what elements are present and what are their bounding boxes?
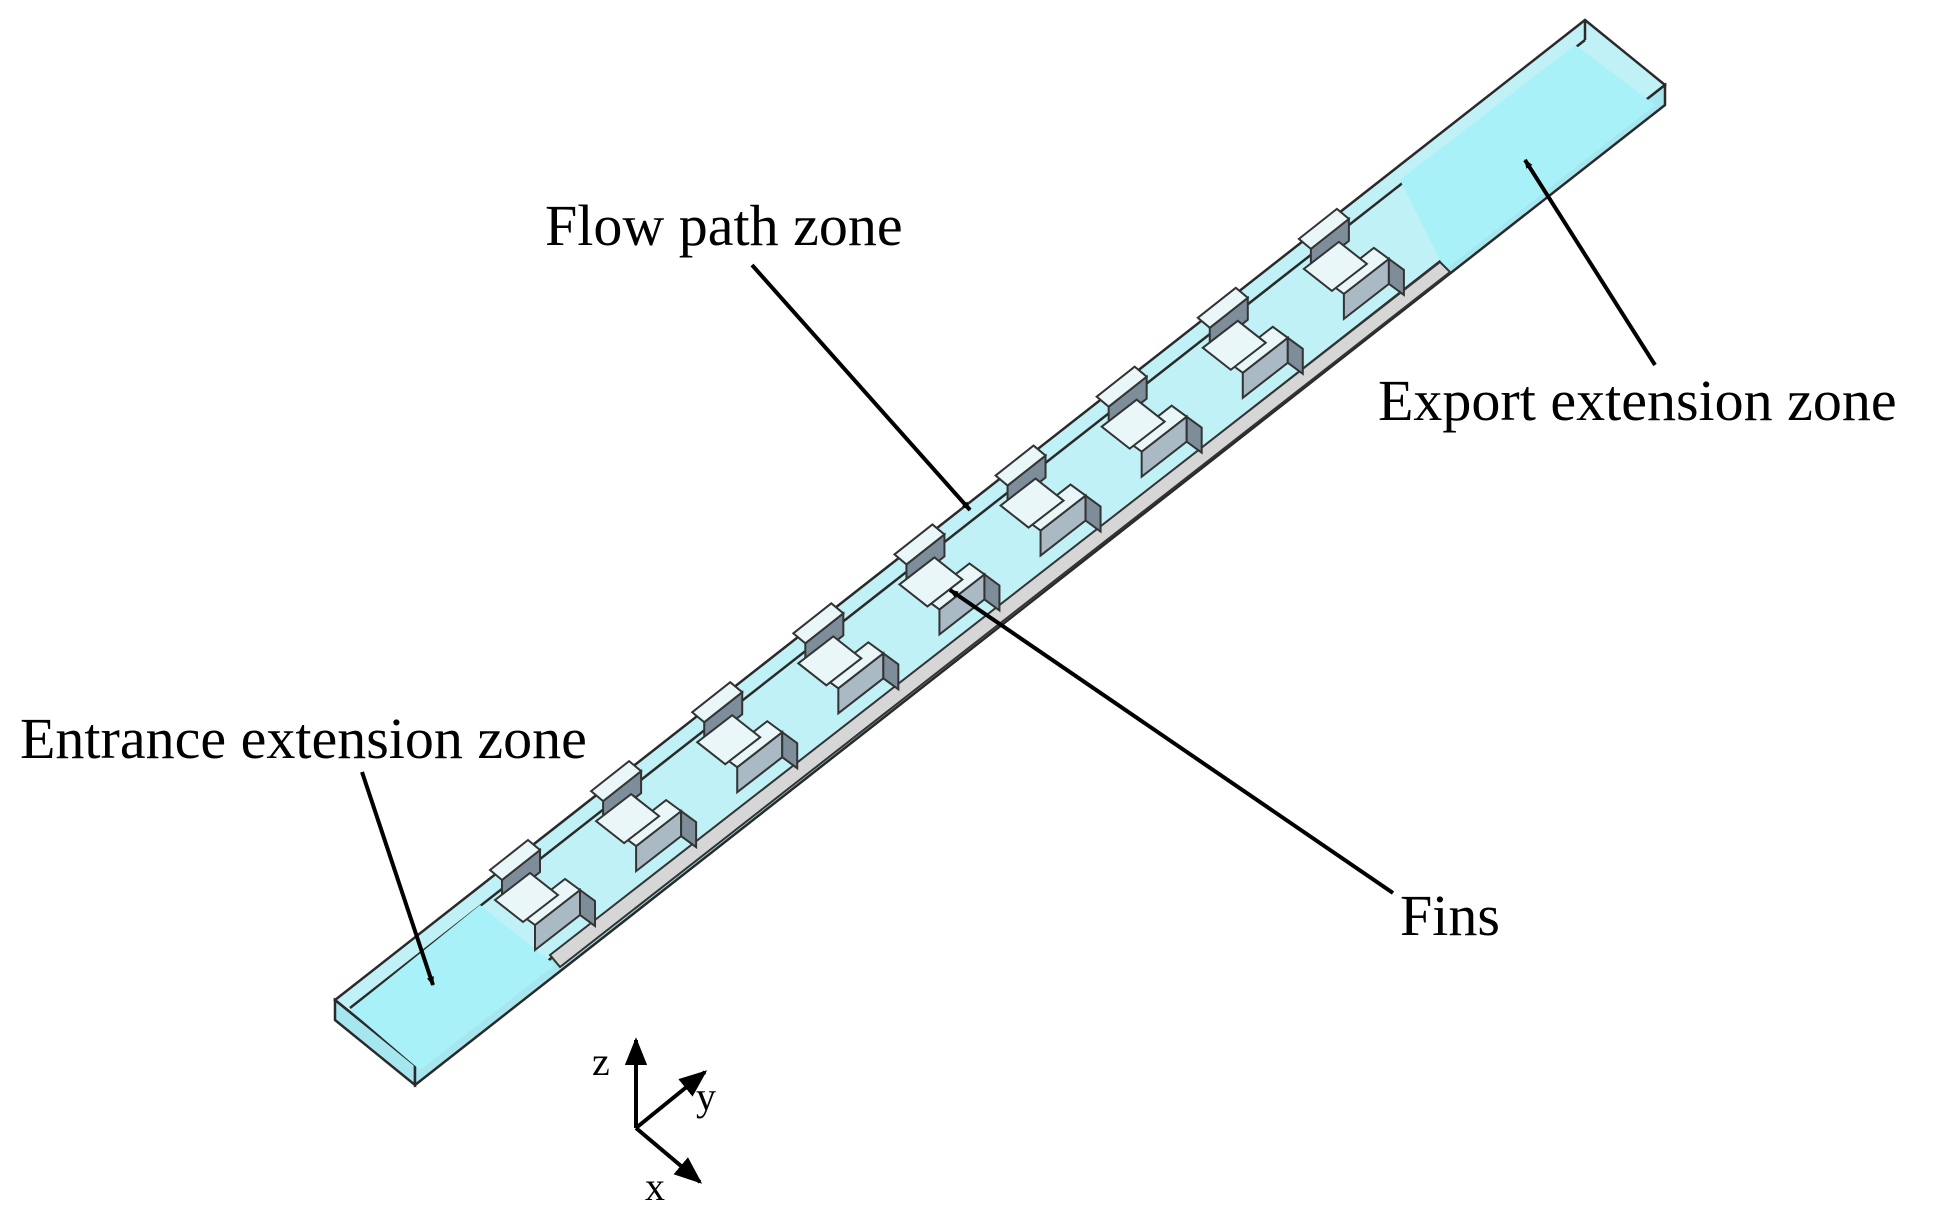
fin-side (781, 730, 799, 771)
export-extension-region (1400, 45, 1655, 270)
fin-cross (1302, 240, 1369, 293)
fin-top (1095, 365, 1149, 408)
fin-side (1185, 414, 1203, 455)
fins-group (488, 207, 1405, 953)
entrance-extension-region (350, 905, 555, 1070)
fin-cross (493, 871, 560, 924)
fin-cross (1100, 398, 1167, 450)
x-axis-label: x (645, 1164, 665, 1209)
channel-inner-edge (349, 39, 1586, 1009)
fin-side (1286, 335, 1304, 376)
fin-side (983, 572, 1001, 613)
z-axis-label: z (592, 1039, 610, 1084)
flow-path-leader (750, 263, 972, 512)
fin-cross (998, 477, 1066, 529)
fin-cross (594, 792, 661, 845)
fin-top (892, 523, 947, 566)
fins-leader (948, 588, 1395, 895)
fin-cross (695, 713, 762, 766)
fins-label: Fins (1400, 883, 1500, 948)
axis-triad: z y x (592, 1037, 716, 1209)
fin-base-plate (548, 260, 1452, 969)
fin-top (791, 602, 845, 645)
flow-path-label: Flow path zone (545, 193, 903, 258)
fin-top (1297, 207, 1351, 251)
fin-side (1084, 493, 1102, 534)
fin-side (882, 651, 900, 692)
fin-side (1387, 256, 1405, 297)
y-axis-arrow (634, 1070, 708, 1130)
fin-top (993, 444, 1048, 487)
fin-top (488, 838, 542, 882)
fin-side (680, 809, 698, 850)
y-axis-label: y (696, 1074, 716, 1119)
fin-top (589, 759, 643, 803)
fin-top (690, 680, 744, 724)
fin-side (579, 888, 596, 928)
fin-cross (796, 635, 863, 687)
export-extension-label: Export extension zone (1378, 368, 1897, 433)
export-extension-leader (1523, 158, 1657, 367)
x-axis-arrow (634, 1126, 703, 1184)
entrance-extension-label: Entrance extension zone (20, 706, 587, 771)
fin-top (1196, 286, 1250, 330)
entrance-extension-leader (360, 771, 435, 986)
fin-cross (897, 556, 965, 608)
fin-cross (1201, 319, 1268, 372)
